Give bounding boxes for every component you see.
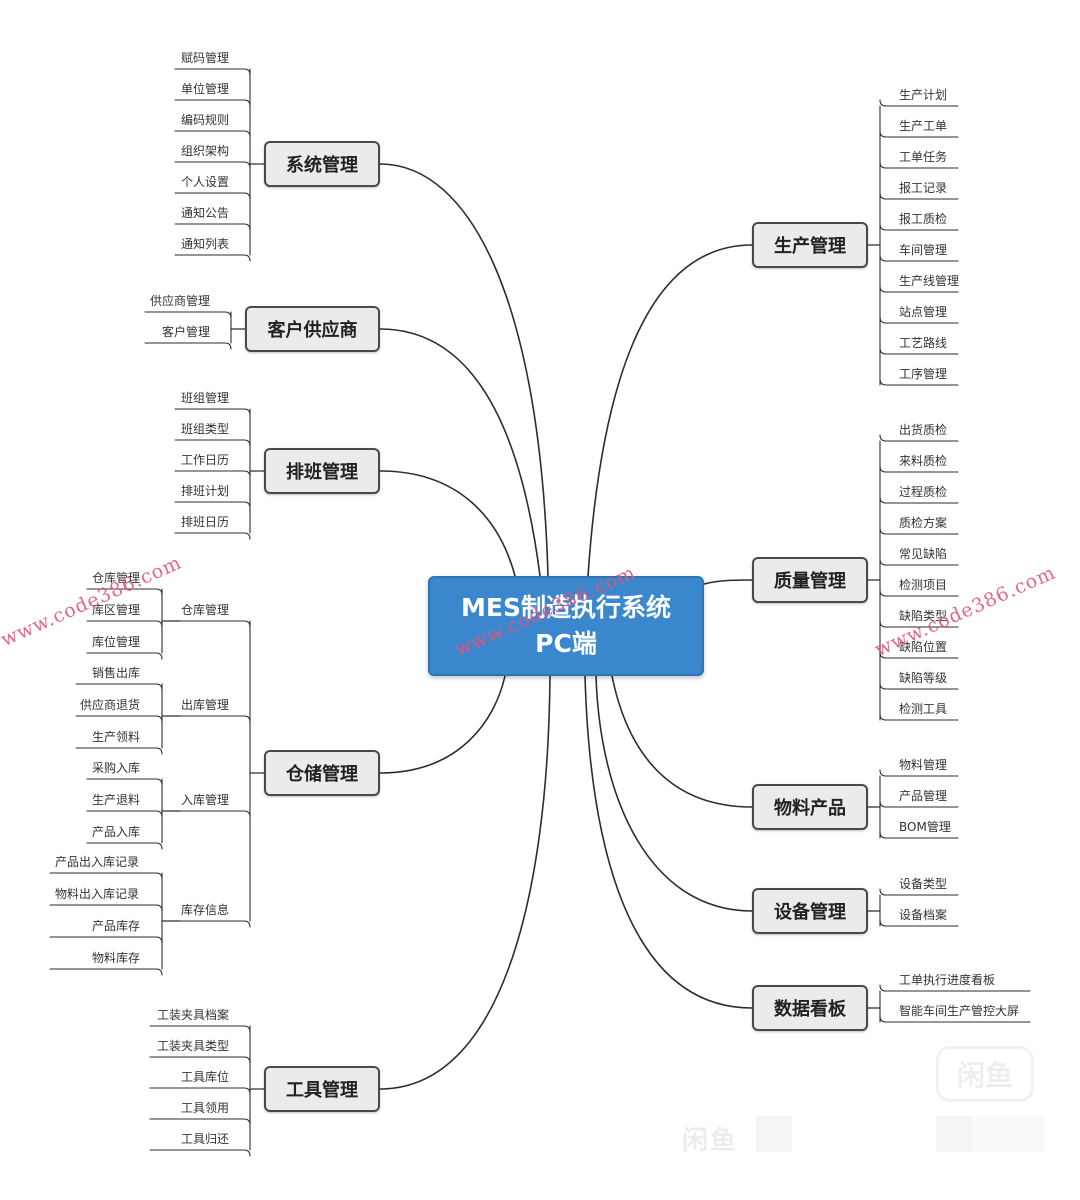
blur-block — [756, 1116, 792, 1152]
leaf-quality-item[interactable]: 过程质检 — [899, 485, 948, 499]
leaf-tools-item[interactable]: 工具领用 — [181, 1101, 230, 1115]
leaf-material-item[interactable]: 物料管理 — [899, 758, 948, 772]
leaf-customer-item[interactable]: 客户管理 — [162, 325, 211, 339]
storage-group-outbound[interactable]: 出库管理 — [181, 698, 230, 712]
leaf-equipment-item[interactable]: 设备类型 — [899, 877, 948, 891]
branch-equipment-management[interactable]: 设备管理 — [752, 888, 868, 934]
leaf-schedule-item[interactable]: 排班日历 — [181, 515, 230, 529]
leaf-tools-item[interactable]: 工具库位 — [181, 1070, 230, 1084]
leaf-schedule-item[interactable]: 班组类型 — [181, 422, 230, 436]
logo-text: 闲鱼 — [682, 1126, 739, 1156]
leaf-material-item[interactable]: 产品管理 — [899, 789, 948, 803]
leaf-storage-item[interactable]: 产品出入库记录 — [55, 855, 140, 869]
leaf-quality-item[interactable]: 常见缺陷 — [899, 547, 948, 561]
leaf-storage-item[interactable]: 库位管理 — [92, 635, 141, 649]
leaf-quality-item[interactable]: 缺陷类型 — [899, 609, 948, 623]
leaf-storage-item[interactable]: 库区管理 — [92, 603, 141, 617]
branch-schedule-management[interactable]: 排班管理 — [264, 448, 380, 494]
leaf-tools-item[interactable]: 工装夹具类型 — [157, 1039, 230, 1053]
leaf-system-item[interactable]: 赋码管理 — [181, 51, 230, 65]
root-node[interactable]: MES制造执行系统 PC端 — [428, 576, 704, 676]
leaf-production-item[interactable]: 站点管理 — [899, 305, 948, 319]
leaf-equipment-item[interactable]: 设备档案 — [899, 908, 948, 922]
leaf-storage-item[interactable]: 生产退料 — [92, 793, 141, 807]
leaf-system-item[interactable]: 单位管理 — [181, 82, 230, 96]
leaf-storage-item[interactable]: 采购入库 — [92, 761, 141, 775]
leaf-system-item[interactable]: 组织架构 — [181, 144, 230, 158]
leaf-system-item[interactable]: 个人设置 — [181, 175, 230, 189]
leaf-quality-item[interactable]: 出货质检 — [899, 423, 948, 437]
leaf-system-item[interactable]: 通知公告 — [181, 206, 230, 220]
leaf-storage-item[interactable]: 供应商退货 — [80, 698, 141, 712]
leaf-production-item[interactable]: 生产工单 — [899, 119, 948, 133]
blur-block — [972, 1116, 1044, 1152]
leaf-production-item[interactable]: 车间管理 — [899, 243, 948, 257]
leaf-customer-item[interactable]: 供应商管理 — [150, 294, 211, 308]
branch-data-dashboard[interactable]: 数据看板 — [752, 985, 868, 1031]
branch-production-management[interactable]: 生产管理 — [752, 222, 868, 268]
leaf-storage-item[interactable]: 销售出库 — [92, 666, 141, 680]
leaf-schedule-item[interactable]: 排班计划 — [181, 484, 230, 498]
storage-group-inventory[interactable]: 库存信息 — [181, 903, 230, 917]
leaf-material-item[interactable]: BOM管理 — [899, 820, 951, 834]
leaf-schedule-item[interactable]: 班组管理 — [181, 391, 230, 405]
leaf-storage-item[interactable]: 仓库管理 — [92, 571, 141, 585]
leaf-system-item[interactable]: 编码规则 — [181, 113, 230, 127]
leaf-quality-item[interactable]: 检测工具 — [899, 702, 948, 716]
blur-block — [936, 1116, 972, 1152]
branch-storage-management[interactable]: 仓储管理 — [264, 750, 380, 796]
leaf-production-item[interactable]: 报工质检 — [899, 212, 948, 226]
leaf-quality-item[interactable]: 来料质检 — [899, 454, 948, 468]
leaf-dashboard-item[interactable]: 工单执行进度看板 — [899, 973, 996, 987]
leaf-production-item[interactable]: 工艺路线 — [899, 336, 948, 350]
branch-material-product[interactable]: 物料产品 — [752, 784, 868, 830]
storage-group-warehouse[interactable]: 仓库管理 — [181, 603, 230, 617]
leaf-quality-item[interactable]: 缺陷位置 — [899, 640, 948, 654]
storage-group-inbound[interactable]: 入库管理 — [181, 793, 230, 807]
branch-system-management[interactable]: 系统管理 — [264, 141, 380, 187]
leaf-quality-item[interactable]: 缺陷等级 — [899, 671, 948, 685]
leaf-system-item[interactable]: 通知列表 — [181, 237, 230, 251]
leaf-storage-item[interactable]: 物料库存 — [92, 951, 141, 965]
leaf-quality-item[interactable]: 质检方案 — [899, 516, 948, 530]
leaf-production-item[interactable]: 报工记录 — [899, 181, 948, 195]
branch-customer-supplier[interactable]: 客户供应商 — [245, 306, 380, 352]
logo-badge: 闲鱼 — [936, 1046, 1034, 1102]
leaf-production-item[interactable]: 工单任务 — [899, 150, 948, 164]
leaf-tools-item[interactable]: 工具归还 — [181, 1132, 230, 1146]
leaf-storage-item[interactable]: 产品入库 — [92, 825, 141, 839]
leaf-storage-item[interactable]: 生产领料 — [92, 730, 141, 744]
leaf-quality-item[interactable]: 检测项目 — [899, 578, 948, 592]
leaf-production-item[interactable]: 生产计划 — [899, 88, 948, 102]
leaf-schedule-item[interactable]: 工作日历 — [181, 453, 230, 467]
leaf-tools-item[interactable]: 工装夹具档案 — [157, 1008, 230, 1022]
branch-tools-management[interactable]: 工具管理 — [264, 1066, 380, 1112]
leaf-production-item[interactable]: 生产线管理 — [899, 274, 960, 288]
leaf-dashboard-item[interactable]: 智能车间生产管控大屏 — [899, 1004, 1020, 1018]
leaf-production-item[interactable]: 工序管理 — [899, 367, 948, 381]
branch-quality-management[interactable]: 质量管理 — [752, 557, 868, 603]
leaf-storage-item[interactable]: 产品库存 — [92, 919, 141, 933]
leaf-storage-item[interactable]: 物料出入库记录 — [55, 887, 140, 901]
